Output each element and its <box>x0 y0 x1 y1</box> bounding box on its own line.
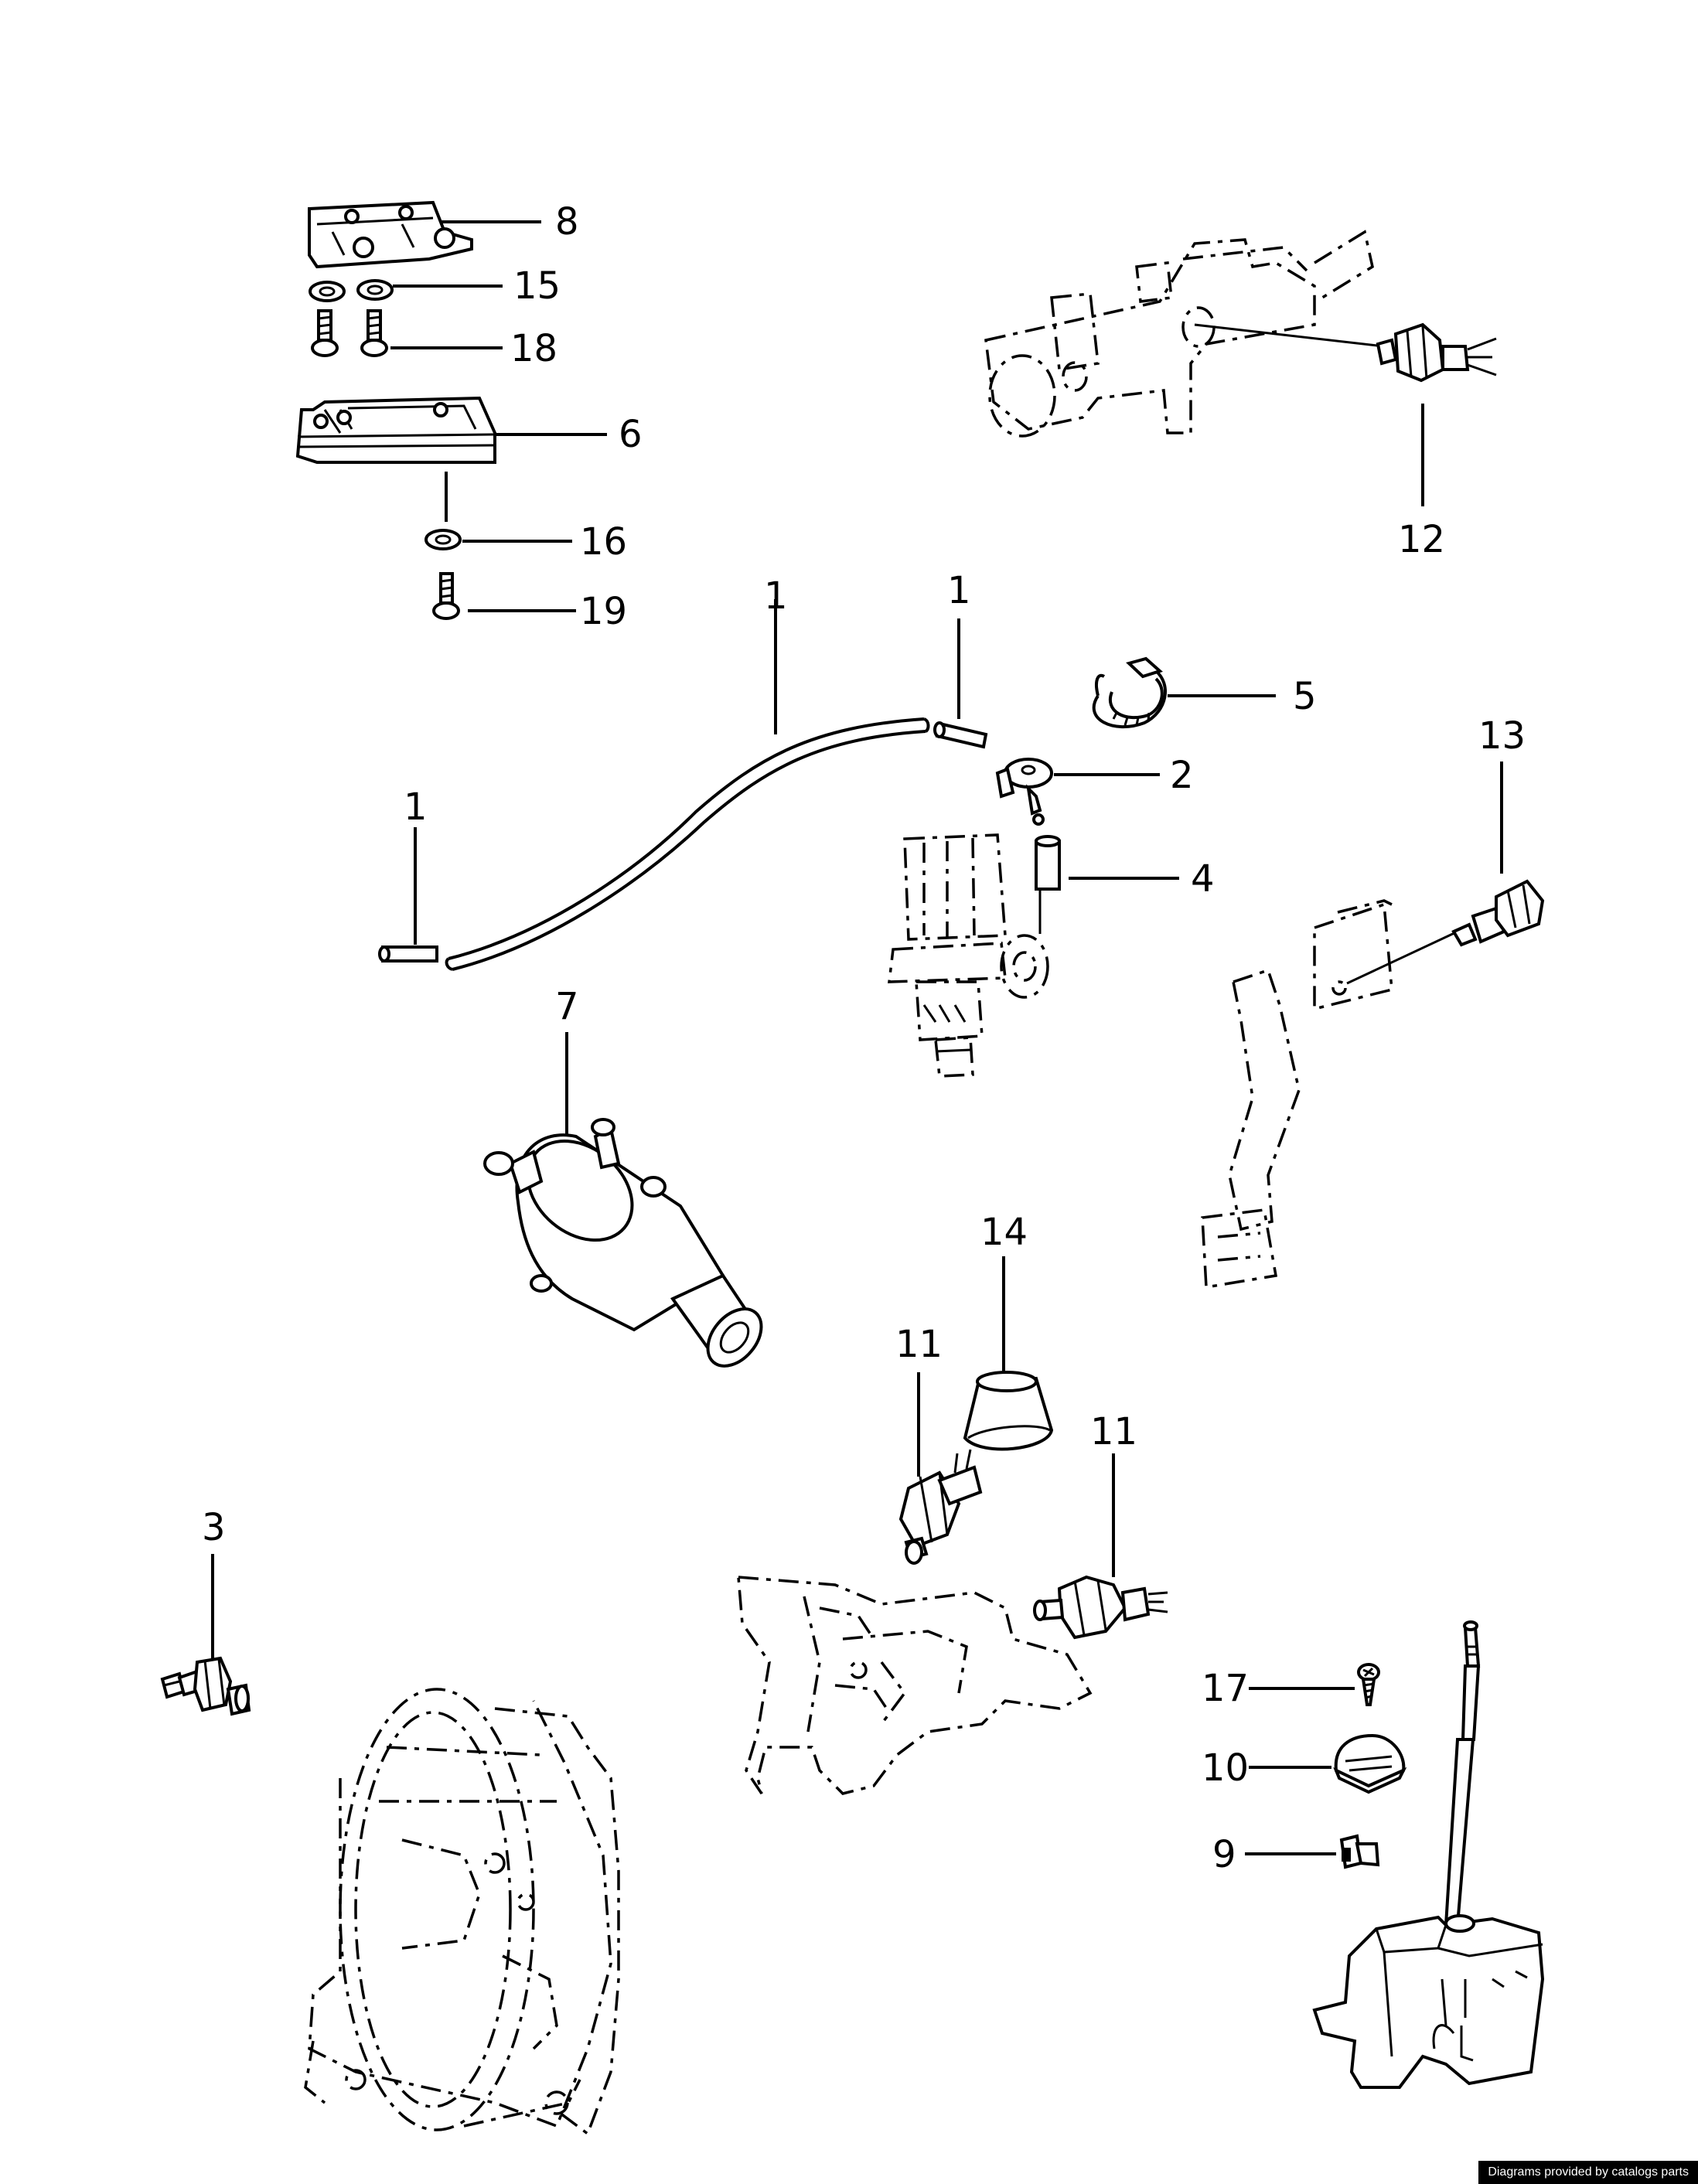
part-9-clip <box>1339 1834 1380 1869</box>
callout-13: 13 <box>1478 714 1526 758</box>
part-2-nipple <box>995 758 1053 826</box>
callout-11b: 11 <box>1090 1410 1137 1453</box>
part-7-pump <box>483 1118 763 1368</box>
callout-16: 16 <box>580 520 627 564</box>
part-1-hose-short-left <box>378 945 438 963</box>
callout-18: 18 <box>510 327 557 370</box>
shifter-housing <box>1312 1914 1545 2089</box>
part-14-cap <box>963 1371 1054 1451</box>
callout-3: 3 <box>202 1506 226 1549</box>
callout-5: 5 <box>1293 675 1317 718</box>
cylinder-to-switch-line <box>1194 323 1385 348</box>
part-3-fitting <box>160 1656 251 1716</box>
callout-14: 14 <box>980 1211 1028 1254</box>
callout-7: 7 <box>555 985 579 1028</box>
callout-10: 10 <box>1202 1746 1249 1790</box>
callout-8: 8 <box>555 200 579 244</box>
credit-badge: Diagrams provided by catalogs parts <box>1478 2161 1698 2184</box>
master-cylinder-outline <box>984 230 1374 438</box>
part-4-hose <box>1035 835 1061 891</box>
callout-1c: 1 <box>947 569 971 612</box>
part-11-switch-left <box>898 1449 983 1565</box>
part-10-knob <box>1333 1733 1407 1794</box>
callout-11a: 11 <box>895 1323 943 1366</box>
part-1-hose-long <box>445 717 930 971</box>
callout-6: 6 <box>619 413 643 456</box>
part-11-switch-right <box>1033 1575 1168 1640</box>
callout-2: 2 <box>1170 754 1194 797</box>
part-6-module <box>295 396 496 464</box>
part-19-screw <box>432 572 460 620</box>
callout-19: 19 <box>580 590 627 633</box>
pedal-to-switch-line <box>1346 930 1458 985</box>
pedal-assembly-outline <box>1201 899 1393 1290</box>
transmission-housing-outline <box>304 1688 620 2136</box>
gearbox-top-outline <box>737 1576 1093 1795</box>
gear-shift-lever <box>1444 1620 1481 1927</box>
part-8-bracket <box>308 200 473 269</box>
distributor-outline <box>888 833 1049 1078</box>
callout-17: 17 <box>1202 1667 1249 1710</box>
part-16-washer <box>424 529 462 550</box>
part-17-screw <box>1357 1663 1380 1706</box>
callout-4: 4 <box>1191 857 1215 901</box>
part-15-washers <box>309 279 394 302</box>
callout-15: 15 <box>513 264 561 308</box>
part-12-pressure-switch <box>1376 322 1497 383</box>
part-5-clamp <box>1092 656 1167 729</box>
part-18-screws <box>311 309 388 357</box>
callout-9: 9 <box>1212 1833 1236 1876</box>
part-1-hose-short-right <box>933 721 988 749</box>
callout-12: 12 <box>1398 518 1445 561</box>
callout-1b: 1 <box>764 574 788 618</box>
callout-1a: 1 <box>404 785 428 829</box>
part-13-switch <box>1451 879 1545 947</box>
